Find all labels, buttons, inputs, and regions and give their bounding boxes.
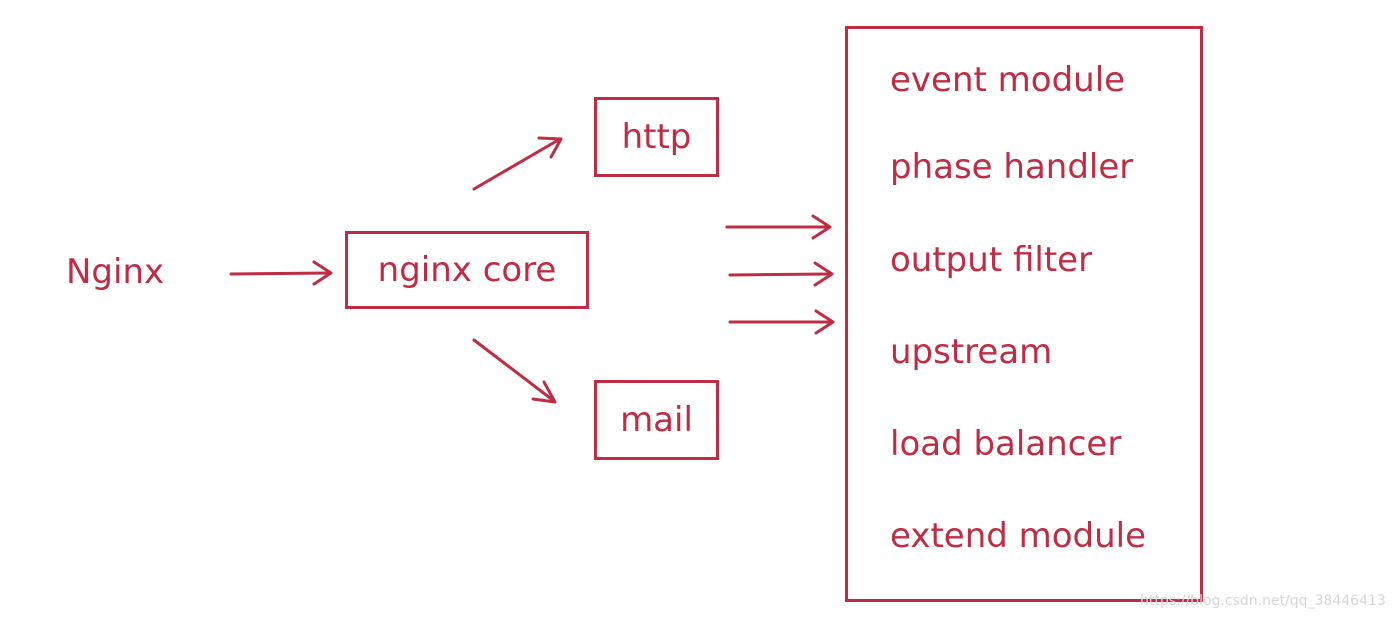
mail-node: mail [594, 380, 719, 460]
watermark: https://blog.csdn.net/qq_38446413 [1140, 593, 1386, 609]
arrow-core-to-http [472, 136, 563, 191]
module-output-filter: output filter [890, 240, 1093, 280]
arrow-root-to-core [229, 260, 333, 286]
module-event: event module [890, 60, 1126, 100]
core-node: nginx core [345, 231, 589, 309]
http-label: http [621, 117, 692, 157]
arrow-to-modules-3 [728, 309, 835, 335]
module-upstream: upstream [890, 332, 1053, 372]
mail-label: mail [620, 400, 693, 440]
module-load-balancer: load balancer [890, 424, 1122, 464]
arrow-to-modules-1 [725, 214, 832, 240]
http-node: http [594, 97, 719, 177]
arrow-to-modules-2 [728, 261, 834, 287]
core-label: nginx core [377, 250, 557, 290]
root-label: Nginx [66, 252, 165, 292]
arrow-core-to-mail [472, 338, 557, 404]
module-phase-handler: phase handler [890, 147, 1134, 187]
modules-box: event module phase handler output filter… [845, 26, 1203, 602]
module-extend: extend module [890, 516, 1147, 556]
